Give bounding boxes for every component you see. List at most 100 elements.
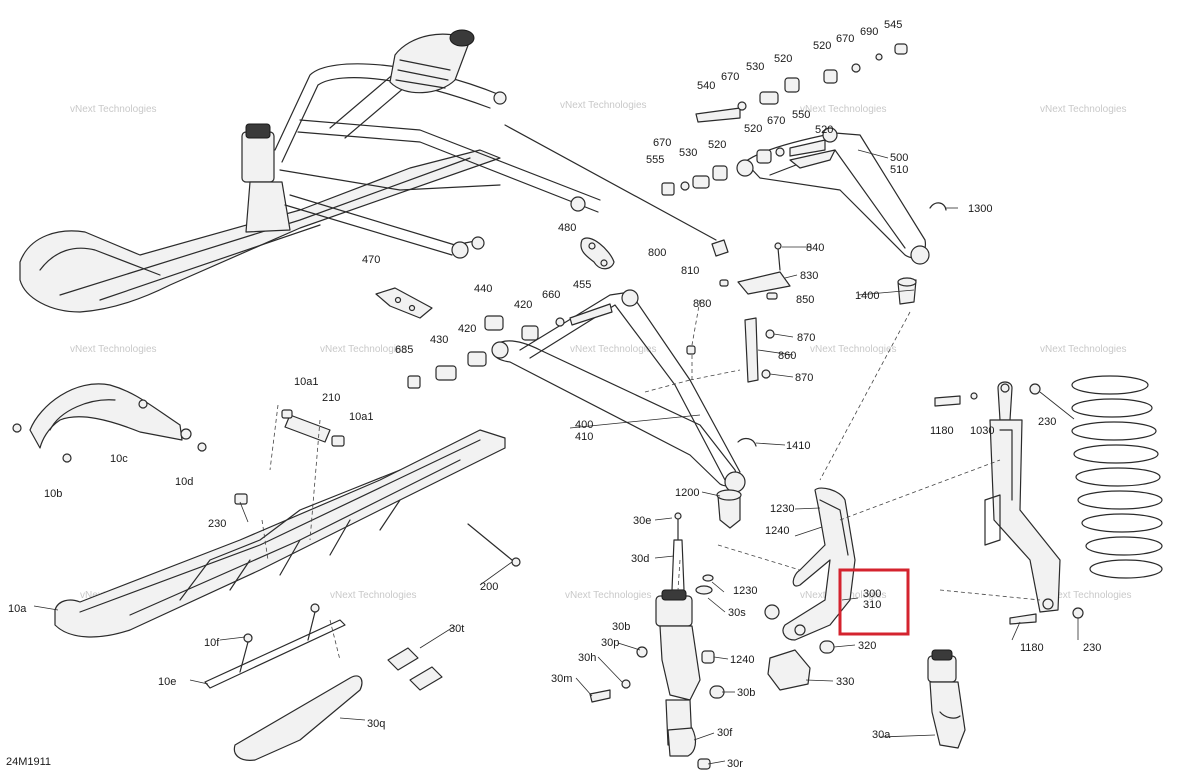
part-label: 470 bbox=[362, 254, 380, 266]
part-label: 410 bbox=[575, 431, 593, 443]
part-label: 690 bbox=[860, 26, 878, 38]
shock-and-spring bbox=[934, 375, 1163, 625]
part-label: 10d bbox=[175, 476, 193, 488]
highlight-box bbox=[838, 568, 910, 636]
part-label: 1400 bbox=[855, 290, 879, 302]
part-label: 480 bbox=[558, 222, 576, 234]
watermark: vNext Technologies bbox=[800, 104, 887, 115]
part-label: 1200 bbox=[675, 487, 699, 499]
ski-exploded bbox=[12, 383, 521, 761]
watermark: vNext Technologies bbox=[1045, 590, 1132, 601]
part-label: 210 bbox=[322, 392, 340, 404]
part-label: 420 bbox=[458, 323, 476, 335]
part-label: 455 bbox=[573, 279, 591, 291]
leader-lines bbox=[33, 149, 1079, 765]
part-label: 520 bbox=[813, 40, 831, 52]
watermark: vNext Technologies bbox=[570, 344, 657, 355]
lower-a-arm-exploded bbox=[375, 202, 947, 529]
part-label: 500 bbox=[890, 152, 908, 164]
part-label: 30a bbox=[872, 729, 891, 741]
part-label: 30p bbox=[601, 637, 619, 649]
part-label: 420 bbox=[514, 299, 532, 311]
part-label: 810 bbox=[681, 265, 699, 277]
part-label: 300 bbox=[863, 588, 881, 600]
part-label: 880 bbox=[693, 298, 711, 310]
part-label: 870 bbox=[797, 332, 815, 344]
part-label: 520 bbox=[815, 124, 833, 136]
part-label: 840 bbox=[806, 242, 824, 254]
part-label: 685 bbox=[395, 344, 413, 356]
watermarks: vNext Technologies vNext Technologies vN… bbox=[70, 100, 1132, 601]
part-label: 670 bbox=[836, 33, 854, 45]
part-label: 670 bbox=[767, 115, 785, 127]
coil-spring bbox=[1071, 375, 1163, 579]
part-label: 800 bbox=[648, 247, 666, 259]
part-label: 1410 bbox=[786, 440, 810, 452]
part-label: 320 bbox=[858, 640, 876, 652]
watermark: vNext Technologies bbox=[70, 344, 157, 355]
part-label: 30r bbox=[727, 758, 743, 770]
part-label: 30b bbox=[737, 687, 755, 699]
watermark: vNext Technologies bbox=[1040, 104, 1127, 115]
part-label: 430 bbox=[430, 334, 448, 346]
part-label: 520 bbox=[708, 139, 726, 151]
part-label: 10b bbox=[44, 488, 62, 500]
assembled-ski-suspension bbox=[19, 29, 717, 313]
part-label: 530 bbox=[746, 61, 764, 73]
watermark: vNext Technologies bbox=[560, 100, 647, 111]
part-label: 670 bbox=[721, 71, 739, 83]
assembly-lines bbox=[261, 299, 1041, 661]
part-label: 30h bbox=[578, 652, 596, 664]
part-label: 400 bbox=[575, 419, 593, 431]
part-label: 540 bbox=[697, 80, 715, 92]
part-labels: 545 690 670 520 530 520 540 670 670 520 … bbox=[8, 19, 1101, 770]
part-label: 30d bbox=[631, 553, 649, 565]
spindle-exploded bbox=[589, 487, 966, 770]
part-label: 510 bbox=[890, 164, 908, 176]
part-label: 30b bbox=[612, 621, 630, 633]
upper-a-arm-exploded bbox=[661, 43, 930, 265]
watermark: vNext Technologies bbox=[565, 590, 652, 601]
part-label: 10a1 bbox=[349, 411, 373, 423]
part-label: 1030 bbox=[970, 425, 994, 437]
part-label: 860 bbox=[778, 350, 796, 362]
part-label: 440 bbox=[474, 283, 492, 295]
part-label: 10e bbox=[158, 676, 176, 688]
part-label: 545 bbox=[884, 19, 902, 31]
part-label: 1230 bbox=[770, 503, 794, 515]
part-label: 520 bbox=[744, 123, 762, 135]
part-label: 10a bbox=[8, 603, 27, 615]
watermark: vNext Technologies bbox=[330, 590, 417, 601]
part-label: 660 bbox=[542, 289, 560, 301]
watermark: vNext Technologies bbox=[1040, 344, 1127, 355]
part-label: 30t bbox=[449, 623, 464, 635]
part-label: 230 bbox=[208, 518, 226, 530]
part-label: 230 bbox=[1083, 642, 1101, 654]
part-label: 310 bbox=[863, 599, 881, 611]
part-label: 870 bbox=[795, 372, 813, 384]
part-label: 30f bbox=[717, 727, 733, 739]
part-label: 555 bbox=[646, 154, 664, 166]
part-label: 10f bbox=[204, 637, 220, 649]
part-label: 1230 bbox=[733, 585, 757, 597]
part-label: 1180 bbox=[1020, 642, 1044, 654]
part-label: 1180 bbox=[930, 425, 954, 437]
part-label: 30m bbox=[551, 673, 572, 685]
part-label: 670 bbox=[653, 137, 671, 149]
part-label: 10c bbox=[110, 453, 128, 465]
watermark: vNext Technologies bbox=[70, 104, 157, 115]
watermark: vNext Technologies bbox=[320, 344, 407, 355]
part-label: 230 bbox=[1038, 416, 1056, 428]
part-label: 1240 bbox=[730, 654, 754, 666]
part-label: 200 bbox=[480, 581, 498, 593]
diagram-code: 24M1911 bbox=[6, 756, 51, 768]
part-label: 850 bbox=[796, 294, 814, 306]
part-label: 30s bbox=[728, 607, 746, 619]
part-label: 1240 bbox=[765, 525, 789, 537]
part-label: 330 bbox=[836, 676, 854, 688]
part-label: 830 bbox=[800, 270, 818, 282]
part-label: 30e bbox=[633, 515, 651, 527]
part-label: 550 bbox=[792, 109, 810, 121]
